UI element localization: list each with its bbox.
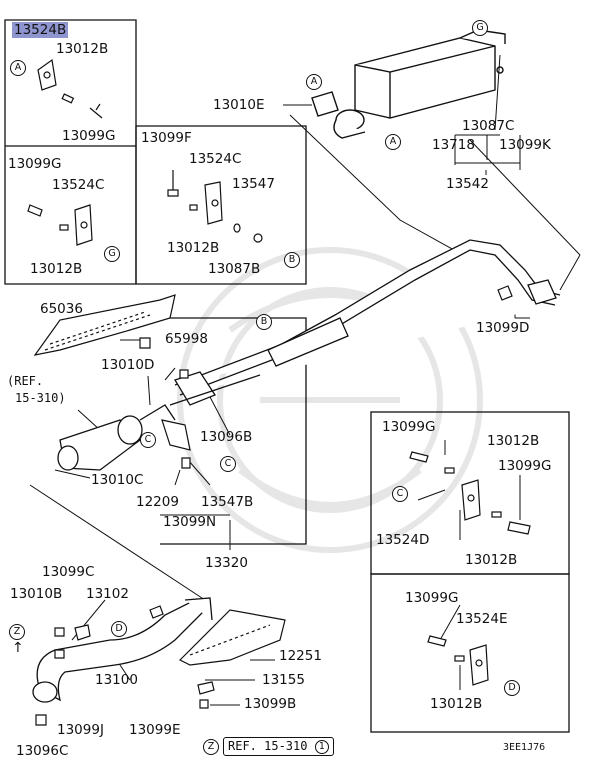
callout-a: A [306, 74, 322, 90]
part-label[interactable]: 13012B [30, 261, 83, 277]
callout-d: D [504, 680, 520, 696]
part-label[interactable]: 13099G [498, 458, 552, 474]
callout-c: C [140, 432, 156, 448]
part-label[interactable]: 13099K [499, 137, 551, 153]
part-label[interactable]: 13542 [446, 176, 489, 192]
muffler-assembly [311, 29, 506, 139]
part-label[interactable]: 13718 [432, 137, 475, 153]
callout-b: B [256, 314, 272, 330]
part-label[interactable]: 13099D [476, 320, 530, 336]
watermark-seal [177, 247, 483, 553]
ref-note-line2: 15-310) [15, 391, 66, 405]
part-label[interactable]: 13012B [167, 240, 220, 256]
part-label[interactable]: 13155 [262, 672, 305, 688]
leader-lines [29, 54, 581, 706]
part-label[interactable]: 13010B [10, 586, 63, 602]
part-label[interactable]: 13012B [465, 552, 518, 568]
part-label[interactable]: 13099G [8, 156, 62, 172]
heat-shields [33, 294, 286, 666]
ref-footer[interactable]: REF. 15-310 1 [223, 737, 334, 756]
callout-z: Z [9, 624, 25, 640]
part-label[interactable]: 13010E [213, 97, 265, 113]
part-label-highlighted[interactable]: 13524B [12, 22, 69, 38]
part-label[interactable]: 13524C [189, 151, 242, 167]
part-label[interactable]: 65036 [40, 301, 83, 317]
part-label[interactable]: 13099F [141, 130, 192, 146]
part-label[interactable]: 13012B [487, 433, 540, 449]
up-arrow-icon: ↑ [12, 640, 24, 656]
part-label[interactable]: 13524E [456, 611, 508, 627]
part-label[interactable]: 13012B [430, 696, 483, 712]
part-label[interactable]: 13099J [57, 722, 104, 738]
ref-note-line1: (REF. [7, 374, 44, 388]
callout-g: G [104, 246, 120, 262]
part-label[interactable]: 13524D [376, 532, 430, 548]
main-pipe [174, 239, 561, 396]
part-label[interactable]: 13099B [244, 696, 297, 712]
part-label[interactable]: 13010D [101, 357, 155, 373]
part-label[interactable]: 13524C [52, 177, 105, 193]
part-label[interactable]: 13099N [163, 514, 217, 530]
section-boxes [4, 19, 570, 733]
callout-a: A [385, 134, 401, 150]
callout-z: Z [203, 739, 219, 755]
callout-a: A [10, 60, 26, 76]
part-label[interactable]: 13099C [42, 564, 95, 580]
callout-b: B [284, 252, 300, 268]
part-label[interactable]: 13099G [382, 419, 436, 435]
part-label[interactable]: 13012B [56, 41, 109, 57]
part-label[interactable]: 13102 [86, 586, 129, 602]
part-label[interactable]: 12251 [279, 648, 322, 664]
part-label[interactable]: 13087B [208, 261, 261, 277]
part-label[interactable]: 13096B [200, 429, 253, 445]
ref-footer-page: 1 [314, 740, 329, 754]
callout-d: D [111, 621, 127, 637]
part-label[interactable]: 13100 [95, 672, 138, 688]
part-label[interactable]: 12209 [136, 494, 179, 510]
part-label[interactable]: 13320 [205, 555, 248, 571]
part-label[interactable]: 13096C [16, 743, 69, 759]
front-pipe [32, 597, 213, 703]
callout-c: C [392, 486, 408, 502]
part-label[interactable]: 13010C [91, 472, 144, 488]
callout-c: C [220, 456, 236, 472]
part-label[interactable]: 13547B [201, 494, 254, 510]
part-label[interactable]: 13547 [232, 176, 275, 192]
part-label[interactable]: 13099E [129, 722, 181, 738]
callout-g: G [472, 20, 488, 36]
figure-code: 3EE1J76 [503, 742, 546, 753]
part-label[interactable]: 13099G [405, 590, 459, 606]
part-label[interactable]: 65998 [165, 331, 208, 347]
part-label[interactable]: 13099G [62, 128, 116, 144]
catalytic-converter [57, 371, 261, 471]
part-label[interactable]: 13087C [462, 118, 515, 134]
hardware-parts [27, 58, 531, 726]
ref-footer-label: REF. 15-310 [228, 739, 308, 753]
